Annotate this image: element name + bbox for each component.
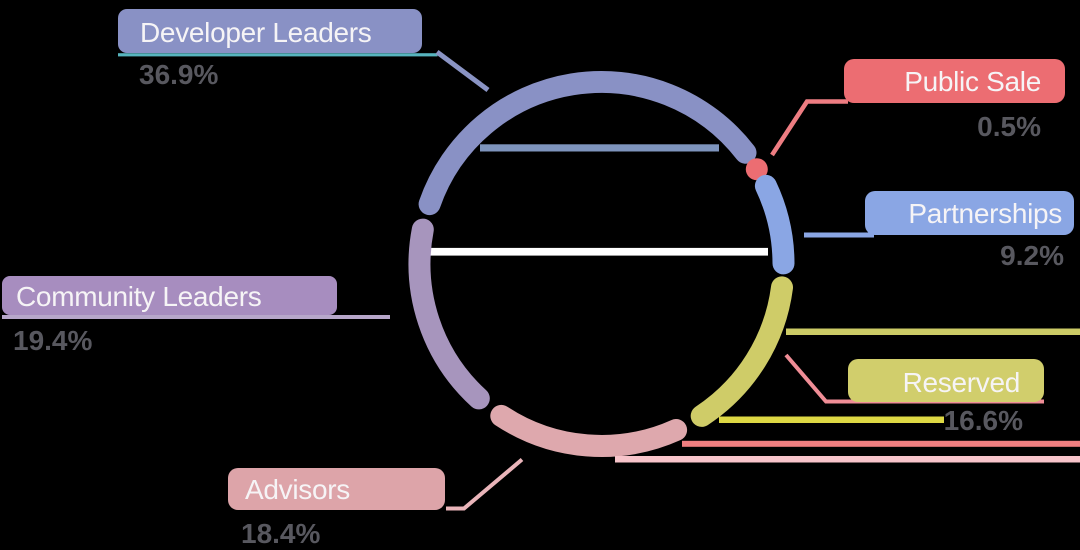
svg-text:Reserved: Reserved [903,367,1020,398]
svg-text:18.4%: 18.4% [241,518,320,549]
svg-text:Advisors: Advisors [245,474,350,505]
svg-text:9.2%: 9.2% [1000,240,1064,271]
svg-text:36.9%: 36.9% [139,59,218,90]
svg-text:Developer Leaders: Developer Leaders [140,17,372,48]
svg-text:19.4%: 19.4% [13,325,92,356]
svg-text:0.5%: 0.5% [977,111,1041,142]
svg-text:16.6%: 16.6% [944,405,1023,436]
svg-text:Partnerships: Partnerships [908,198,1062,229]
svg-text:Public Sale: Public Sale [904,66,1041,97]
svg-text:Community Leaders: Community Leaders [16,281,261,312]
